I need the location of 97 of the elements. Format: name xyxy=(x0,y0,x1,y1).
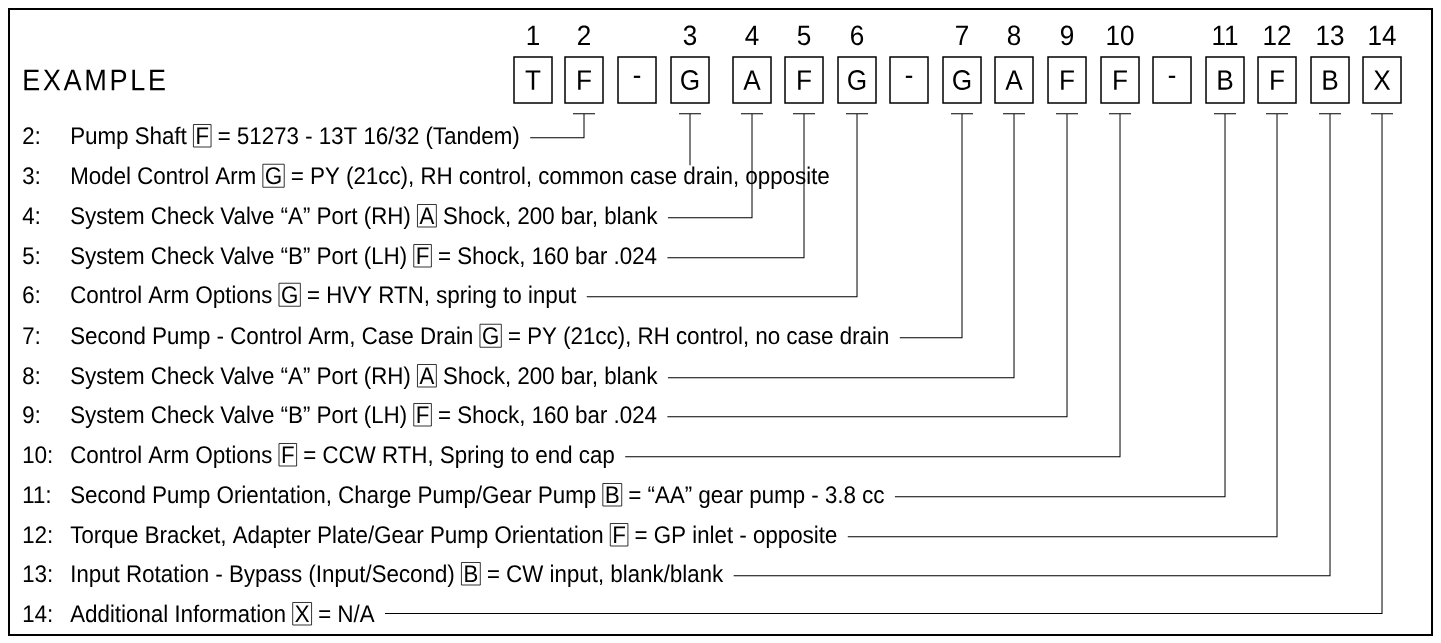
code-box: A xyxy=(732,56,772,104)
code-box: T xyxy=(513,56,553,104)
position-number: 12 xyxy=(1264,25,1291,45)
code-box: G xyxy=(837,56,877,104)
description-text: Model Control Arm xyxy=(72,166,255,185)
code-box: - xyxy=(889,56,929,104)
code-box: F xyxy=(1047,56,1087,104)
inline-code-box: X xyxy=(292,602,312,626)
code-box: G xyxy=(942,56,982,104)
position-number: 5 xyxy=(797,25,811,46)
description-text: System Check Valve “B” Port (LH) xyxy=(71,405,406,428)
leader-line xyxy=(667,113,764,219)
description-text: = PY (21cc), RH control, no case drain xyxy=(509,326,888,349)
inline-code-box: F xyxy=(413,403,432,427)
description-text: Second Pump Orientation, Charge Pump/Gear Pump xyxy=(71,485,596,508)
item-number: 3: xyxy=(23,167,39,185)
code-box: F xyxy=(784,56,824,104)
description-text: Shock, 200 bar, blank xyxy=(443,366,658,388)
position-number: 7 xyxy=(956,25,968,45)
position-number: 4 xyxy=(745,25,759,45)
inline-code-box: G xyxy=(262,163,285,188)
inline-code-box: F xyxy=(609,523,629,547)
description-text: Input Rotation - Bypass (Input/Second) xyxy=(72,564,454,587)
inline-code-box: B xyxy=(602,483,623,507)
item-number: 2: xyxy=(23,127,39,144)
description-text: = CW input, blank/blank xyxy=(488,564,724,587)
description-text: System Check Valve “B” Port (LH) xyxy=(71,246,406,269)
code-box: A xyxy=(994,56,1034,104)
position-number: 6 xyxy=(851,25,864,46)
leader-line xyxy=(847,113,1289,538)
description-text: Control Arm Options xyxy=(71,445,272,468)
item-number: 11: xyxy=(23,486,50,503)
position-number: 1 xyxy=(527,25,539,45)
title: EXAMPLE xyxy=(24,69,165,91)
description-text: System Check Valve “A” Port (RH) xyxy=(71,206,410,229)
code-box: - xyxy=(617,56,657,104)
description-text: = 51273 - 13T 16/32 (Tandem) xyxy=(218,126,519,149)
item-number: 10: xyxy=(23,446,52,464)
code-box: B xyxy=(1310,56,1350,104)
description-text: Second Pump - Control Arm, Case Drain xyxy=(71,326,472,349)
description-text: = “AA” gear pump - 3.8 cc xyxy=(629,486,884,508)
code-box: F xyxy=(564,56,604,104)
code-box: F xyxy=(1257,56,1297,104)
inline-code-box: B xyxy=(461,562,481,586)
inline-code-box: F xyxy=(413,244,432,268)
description-text: = Shock, 160 bar .024 xyxy=(439,405,657,427)
inline-code-box: G xyxy=(479,323,502,348)
item-number: 7: xyxy=(23,327,39,344)
inline-code-box: A xyxy=(417,364,437,388)
leader-line xyxy=(678,113,702,166)
leader-line xyxy=(586,113,869,298)
leader-line xyxy=(899,113,974,339)
description-text: Pump Shaft xyxy=(72,126,187,149)
position-number: 13 xyxy=(1317,25,1344,46)
inline-code-box: F xyxy=(278,443,297,467)
leader-line xyxy=(666,113,816,259)
description-text: = Shock, 160 bar .024 xyxy=(439,246,657,268)
description-text: Control Arm Options xyxy=(71,285,272,308)
position-number: 10 xyxy=(1107,25,1134,46)
code-box: - xyxy=(1152,56,1192,104)
code-box: B xyxy=(1205,56,1245,104)
position-number: 14 xyxy=(1369,25,1396,45)
item-number: 14: xyxy=(23,605,52,622)
inline-code-box: F xyxy=(193,124,212,148)
description-text: = GP inlet - opposite xyxy=(635,525,837,548)
leader-line xyxy=(667,113,1026,379)
position-number: 2 xyxy=(578,25,590,45)
description-text: = HVY RTN, spring to input xyxy=(308,285,577,308)
item-number: 8: xyxy=(23,367,39,385)
leader-line xyxy=(733,113,1342,577)
description-text: = PY (21cc), RH control, common case drain, opposite xyxy=(291,166,829,189)
code-box: F xyxy=(1100,56,1140,104)
item-number: 12: xyxy=(23,526,52,543)
item-number: 6: xyxy=(23,286,39,304)
item-number: 13: xyxy=(23,565,52,583)
leader-line xyxy=(666,113,1079,418)
position-number: 11 xyxy=(1213,25,1238,45)
description-text: = N/A xyxy=(319,604,375,623)
code-box: X xyxy=(1362,56,1402,104)
item-number: 5: xyxy=(23,247,39,265)
inline-code-box: A xyxy=(417,204,437,228)
code-box: G xyxy=(670,56,710,104)
item-number: 4: xyxy=(22,207,39,224)
leader-line xyxy=(624,113,1132,458)
description-text: = CCW RTH, Spring to end cap xyxy=(304,445,614,468)
leader-line xyxy=(529,113,596,139)
description-text: Shock, 200 bar, blank xyxy=(443,206,658,228)
leader-line xyxy=(384,113,1394,614)
leader-line xyxy=(894,113,1237,498)
description-text: System Check Valve “A” Port (RH) xyxy=(71,366,410,389)
position-number: 9 xyxy=(1061,25,1073,46)
position-number: 3 xyxy=(683,25,697,46)
description-text: Torque Bracket, Adapter Plate/Gear Pump Orientation xyxy=(70,525,603,548)
description-text: Additional Information xyxy=(70,604,285,623)
position-number: 8 xyxy=(1007,25,1021,46)
item-number: 9: xyxy=(23,406,39,424)
inline-code-box: G xyxy=(278,282,301,307)
